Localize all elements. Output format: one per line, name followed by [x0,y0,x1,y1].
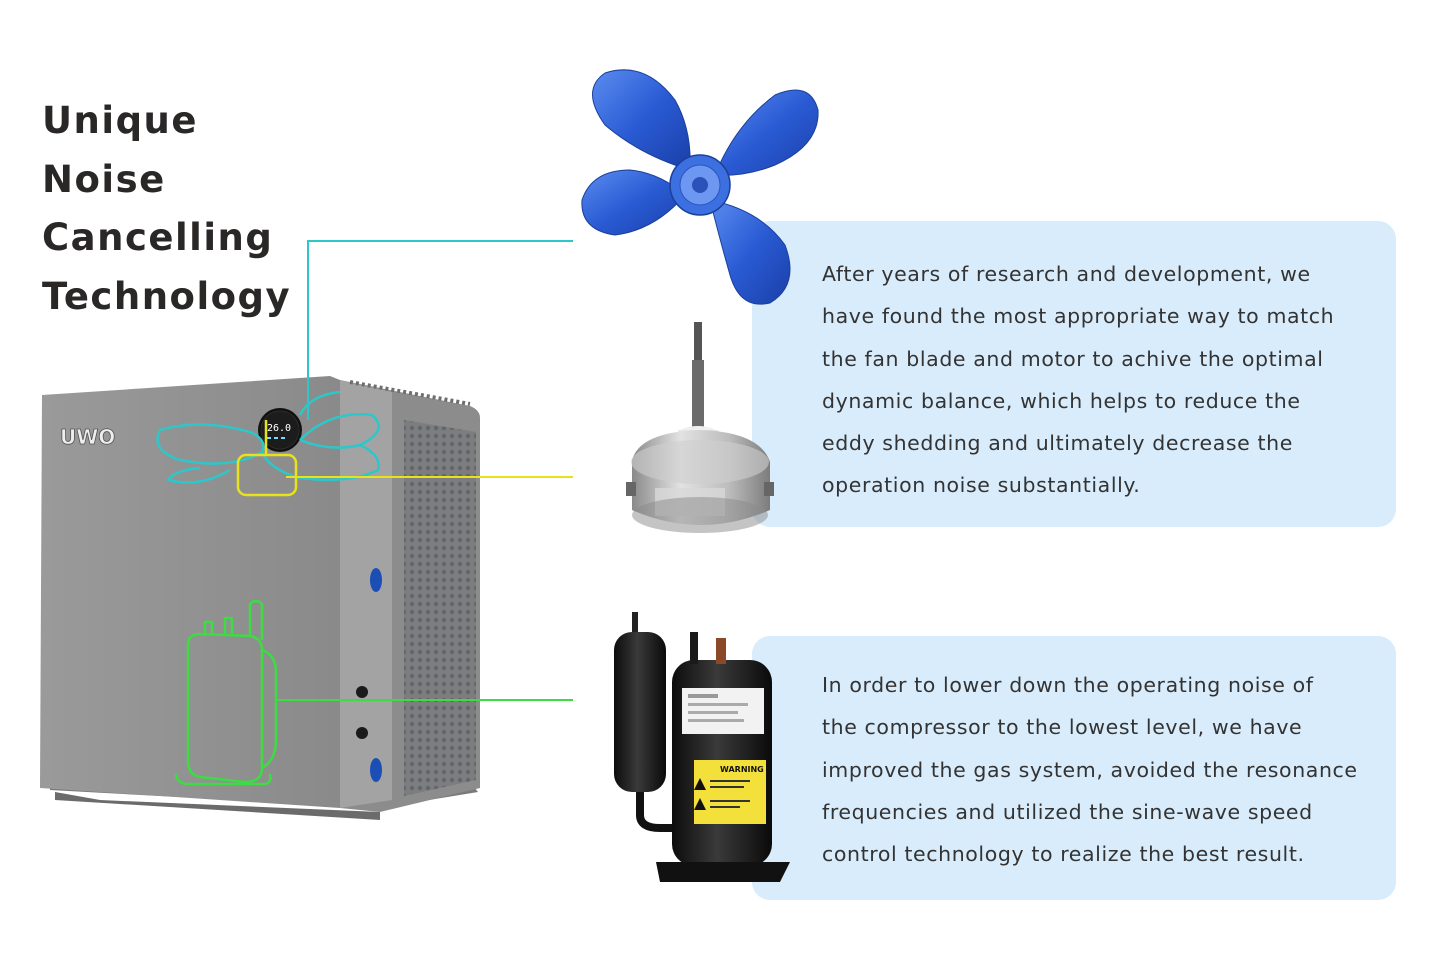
brand-logo: UWO [60,425,116,450]
fan-description-card: After years of research and development,… [752,221,1396,527]
fan-text-line: the fan blade and motor to achive the op… [822,346,1324,371]
fan-description-text: After years of research and development,… [822,253,1382,507]
page-title: Unique Noise Cancelling Technology [42,92,291,326]
fan-outline-overlay [156,390,380,484]
fan-text-line: eddy shedding and ultimately decrease th… [822,431,1293,456]
compressor-outline-overlay [174,599,278,786]
title-line-3: Cancelling [42,216,274,259]
compressor-text-line: improved the gas system, avoided the res… [822,757,1358,782]
compressor-text-line: frequencies and utilized the sine-wave s… [822,799,1313,824]
title-line-1: Unique [42,99,198,142]
compressor-description-card: In order to lower down the operating noi… [752,636,1396,900]
warning-label-text: WARNING [720,765,764,774]
fan-blade-image [581,69,819,305]
fan-text-line: operation noise substantially. [822,473,1141,498]
title-line-4: Technology [42,274,292,318]
motor-outline-overlay [236,420,298,497]
fan-motor-image [626,322,774,533]
heat-pump-unit: UWO 26.0 [40,376,480,820]
title-line-2: Noise [42,157,166,201]
control-display: 26.0 [258,408,302,452]
compressor-text-line: the compressor to the lowest level, we h… [822,715,1303,740]
fan-text-line: dynamic balance, which helps to reduce t… [822,388,1301,413]
fan-text-line: have found the most appropriate way to m… [822,304,1335,329]
brand-logo-text: UWO [60,425,115,449]
display-reading: 26.0 [267,423,291,434]
fan-text-line: After years of research and development,… [822,262,1311,286]
compressor-text-line: control technology to realize the best r… [822,842,1305,867]
compressor-description-text: In order to lower down the operating noi… [822,664,1382,875]
fan-connector-line [307,240,573,420]
compressor-text-line: In order to lower down the operating noi… [822,673,1314,697]
compressor-image: WARNING [614,612,790,882]
